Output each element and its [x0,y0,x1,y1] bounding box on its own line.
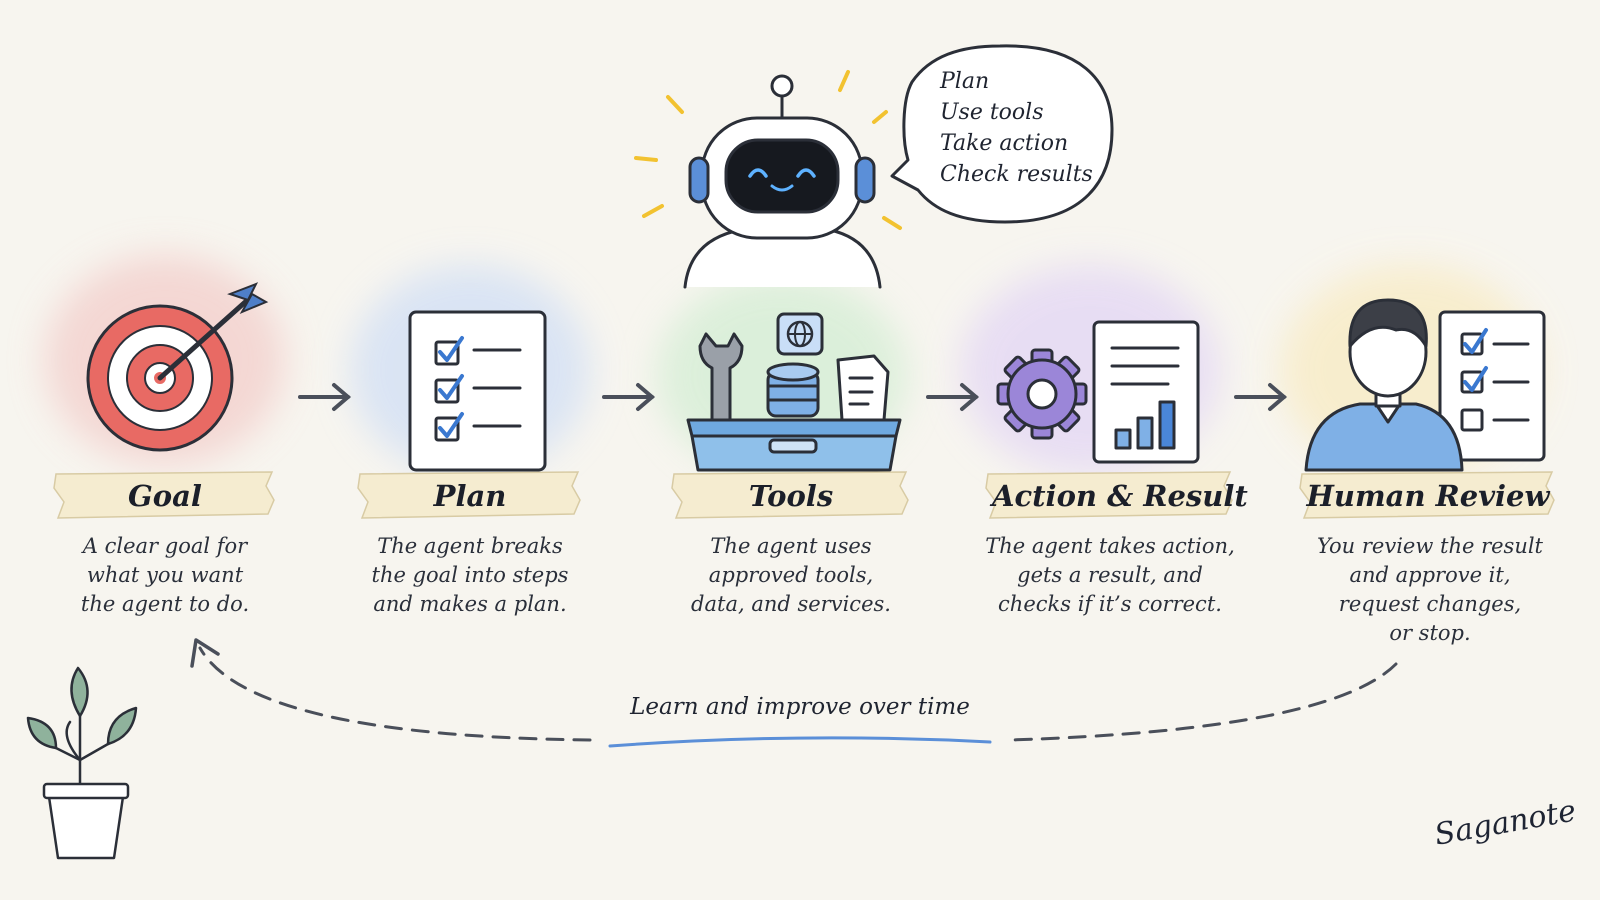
gear-chart-icon [996,320,1200,464]
description-line: The agent breaks [377,534,563,558]
step-title-plan: Plan [433,479,507,513]
speech-bubble-text: Plan Use tools Take action Check results [940,66,1093,190]
speech-bubble [890,44,1114,224]
checklist-icon [408,310,547,472]
step-title-tools: Tools [748,479,834,513]
description-line: the goal into steps [371,563,569,587]
loop-arrowhead-icon [190,638,220,668]
plant-icon [26,666,138,860]
arrow-right-icon [602,383,656,411]
person-checklist-icon [1304,298,1546,472]
arrow-right-icon [298,383,352,411]
bubble-line: Check results [940,162,1093,187]
target-icon [86,282,269,452]
loop-arrow-path [198,646,1398,742]
sparkle-lines [634,70,902,230]
bubble-line: Take action [940,131,1069,156]
description-line: checks if it’s correct. [998,592,1222,616]
step-description-action-result: The agent takes action, gets a result, a… [960,532,1260,619]
loop-label: Learn and improve over time [630,694,970,720]
step-title-human-review: Human Review [1306,479,1550,513]
loop-underline [608,736,992,748]
description-line: or stop. [1389,621,1471,645]
description-line: A clear goal for [82,534,248,558]
robot-icon [683,74,882,289]
description-line: data, and services. [691,592,891,616]
step-title-action-result: Action & Result [992,479,1248,513]
description-line: The agent uses [710,534,872,558]
bubble-line: Plan [940,69,990,94]
step-description-plan: The agent breaks the goal into steps and… [340,532,600,619]
description-line: request changes, [1338,592,1522,616]
description-line: what you want [86,563,244,587]
description-line: approved tools, [708,563,874,587]
arrow-right-icon [1234,383,1288,411]
description-line: and makes a plan. [373,592,567,616]
description-line: the agent to do. [80,592,250,616]
arrow-right-icon [926,383,980,411]
description-line: You review the result [1317,534,1543,558]
description-line: The agent takes action, [985,534,1235,558]
toolbox-icon [686,312,902,472]
flow-arrows [298,383,1288,411]
description-line: and approve it, [1349,563,1511,587]
step-description-tools: The agent uses approved tools, data, and… [660,532,922,619]
bubble-line: Use tools [940,100,1044,125]
description-line: gets a result, and [1017,563,1203,587]
step-title-goal: Goal [128,479,202,513]
step-description-human-review: You review the result and approve it, re… [1290,532,1570,648]
title-tapes [53,471,1555,519]
step-description-goal: A clear goal for what you want the agent… [40,532,290,619]
